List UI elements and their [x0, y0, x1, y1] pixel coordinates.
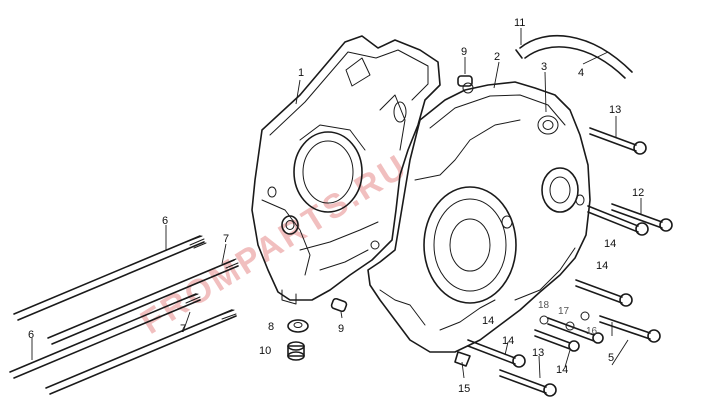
callout-14-b: 14: [596, 260, 608, 272]
stud-bolts: [9, 235, 239, 395]
callout-13-upper: 13: [609, 104, 621, 116]
callout-14-e: 14: [482, 315, 494, 327]
left-crankcase-half: [251, 35, 441, 305]
callout-3: 3: [541, 61, 547, 73]
right-crankcase-half: [367, 81, 591, 353]
callout-5: 5: [608, 352, 614, 364]
washer-part: [287, 319, 309, 333]
callout-4: 4: [578, 67, 584, 79]
breather-tube: [515, 34, 633, 79]
watermark: FROMPARTS.RU: [134, 147, 415, 342]
callout-2: 2: [494, 51, 500, 63]
dowel-pin-lower: [330, 297, 348, 313]
callout-14-d: 14: [556, 364, 568, 376]
callout-18: 18: [538, 300, 550, 311]
callout-7-lower: 7: [180, 323, 186, 335]
callout-6-upper: 6: [162, 215, 168, 227]
callout-16: 16: [586, 326, 598, 337]
callout-12: 12: [632, 187, 644, 199]
callout-10: 10: [259, 345, 271, 357]
cable-clip: [454, 351, 471, 367]
callout-15: 15: [458, 383, 470, 395]
callout-6-lower: 6: [28, 329, 34, 341]
drain-plug: [287, 341, 305, 361]
callout-7-upper: 7: [223, 233, 229, 245]
case-bolts: [467, 127, 673, 397]
callout-13-lower: 13: [532, 347, 544, 359]
callout-14-a: 14: [604, 238, 616, 250]
dowel-pin-upper: [457, 75, 473, 87]
callout-11: 11: [514, 17, 525, 29]
callout-17: 17: [558, 306, 570, 317]
callout-8: 8: [268, 321, 274, 333]
callout-labels: 1 2 3 4 5 6 6 7 7 8 9 9 10 11 12 13 13 1…: [28, 17, 644, 395]
callout-1: 1: [298, 67, 304, 79]
callout-14-c: 14: [502, 335, 514, 347]
callout-9-upper: 9: [461, 46, 467, 58]
leader-lines: [31, 28, 642, 379]
callout-9-lower: 9: [338, 323, 344, 335]
